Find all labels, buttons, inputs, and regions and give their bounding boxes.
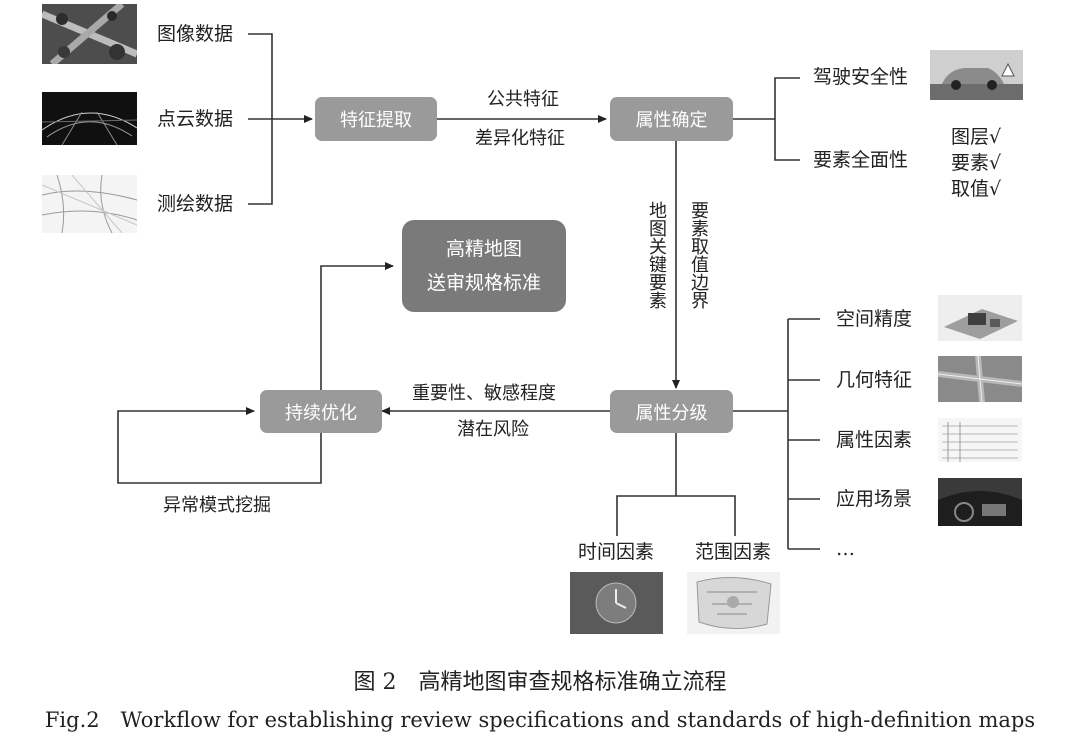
common-feature-label: 公共特征: [487, 89, 559, 110]
factor-range: 范围因素: [695, 541, 772, 563]
3d-model-thumbnail: [938, 295, 1022, 341]
factor-spatial-accuracy: 空间精度: [836, 308, 913, 330]
attribute-grading-box: 属性分级: [610, 390, 733, 433]
figure-caption-cn: 图 2 高精地图审查规格标准确立流程: [353, 670, 727, 695]
attribute-table-thumbnail: [938, 418, 1022, 462]
element-completeness-label: 要素全面性: [813, 149, 909, 171]
potential-risk-label: 潜在风险: [457, 419, 529, 440]
value-boundary-label: 要素取值边界: [688, 201, 709, 309]
standard-box-line2: 送审规格标准: [426, 272, 541, 294]
factor-time: 时间因素: [578, 541, 655, 563]
arrow-to-standard: [320, 262, 394, 390]
factor-application-scenario: 应用场景: [836, 488, 913, 510]
determine-branch-bracket: [774, 77, 800, 161]
factor-attribute: 属性因素: [836, 429, 913, 451]
check-value: 取值√: [951, 178, 1002, 200]
key-elements-label: 地图关键要素: [646, 201, 667, 309]
road-geometry-thumbnail: [938, 356, 1022, 402]
source-label-image: 图像数据: [157, 23, 234, 45]
attribute-determination-box: 属性确定: [610, 97, 733, 141]
aerial-image-thumbnail: [42, 4, 137, 64]
importance-sensitivity-label: 重要性、敏感程度: [412, 383, 556, 404]
hd-map-standard-box: 高精地图 送审规格标准: [402, 220, 566, 312]
feedback-loop-arrow: [117, 407, 322, 484]
factor-ellipsis: …: [836, 538, 855, 560]
figure-caption-en: Fig.2 Workflow for establishing review s…: [44, 708, 1036, 732]
source-label-survey: 测绘数据: [157, 193, 234, 215]
driving-safety-label: 驾驶安全性: [813, 66, 909, 88]
standard-box-line1: 高精地图: [445, 238, 522, 260]
car-scene-thumbnail: [930, 50, 1023, 100]
check-element: 要素√: [951, 152, 1002, 174]
check-layer: 图层√: [951, 126, 1002, 148]
factor-geometric-feature: 几何特征: [836, 369, 913, 391]
feature-extraction-box: 特征提取: [315, 97, 437, 141]
source-label-pointcloud: 点云数据: [157, 108, 234, 130]
survey-map-thumbnail: [42, 175, 137, 233]
differentiated-feature-label: 差异化特征: [475, 128, 565, 149]
vehicle-interior-thumbnail: [938, 478, 1022, 526]
anomaly-mining-label: 异常模式挖掘: [163, 495, 271, 516]
clock-thumbnail: [570, 572, 663, 634]
bottom-factor-bracket: [616, 495, 736, 536]
checklist: 图层√ 要素√ 取值√: [951, 124, 1001, 202]
point-cloud-thumbnail: [42, 92, 137, 145]
range-map-thumbnail: [687, 572, 780, 634]
continuous-optimization-box: 持续优化: [260, 390, 382, 433]
